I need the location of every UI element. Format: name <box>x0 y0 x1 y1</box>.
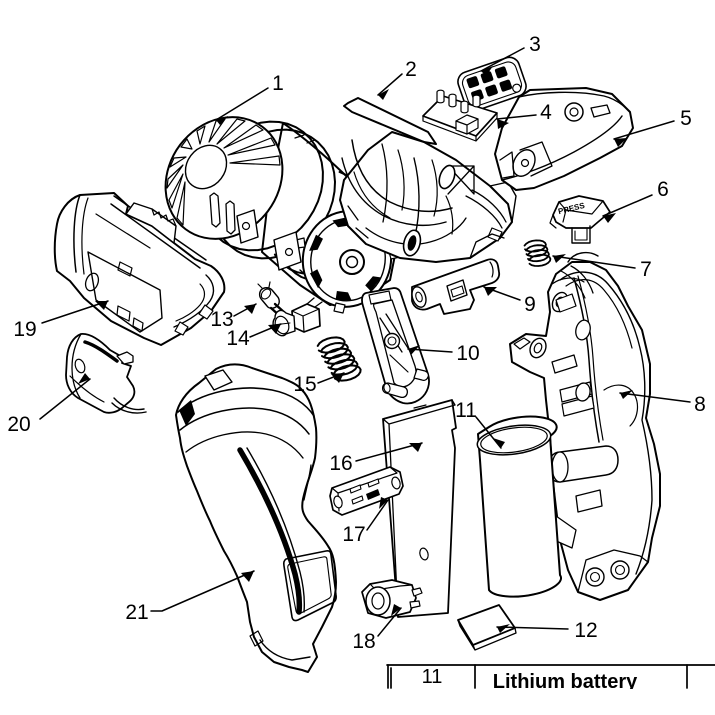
svg-text:Lithium battery: Lithium battery <box>493 671 638 693</box>
svg-text:10: 10 <box>456 342 479 365</box>
svg-text:9: 9 <box>524 293 536 316</box>
svg-text:17: 17 <box>342 523 365 546</box>
svg-text:11: 11 <box>455 399 477 422</box>
svg-text:19: 19 <box>13 318 36 341</box>
svg-text:12: 12 <box>574 619 597 642</box>
svg-text:1: 1 <box>272 72 284 95</box>
svg-text:21: 21 <box>125 601 148 624</box>
svg-text:13: 13 <box>210 308 233 331</box>
svg-text:20: 20 <box>7 413 30 436</box>
svg-text:8: 8 <box>694 393 706 416</box>
svg-text:18: 18 <box>352 630 375 653</box>
svg-text:15: 15 <box>293 373 316 396</box>
svg-text:2: 2 <box>405 58 417 81</box>
svg-text:7: 7 <box>640 258 652 281</box>
svg-text:16: 16 <box>329 452 352 475</box>
svg-text:5: 5 <box>680 107 692 130</box>
svg-text:6: 6 <box>657 178 669 201</box>
svg-text:14: 14 <box>226 327 250 350</box>
svg-text:3: 3 <box>529 33 541 56</box>
svg-text:11: 11 <box>422 666 443 688</box>
svg-text:4: 4 <box>540 101 552 124</box>
